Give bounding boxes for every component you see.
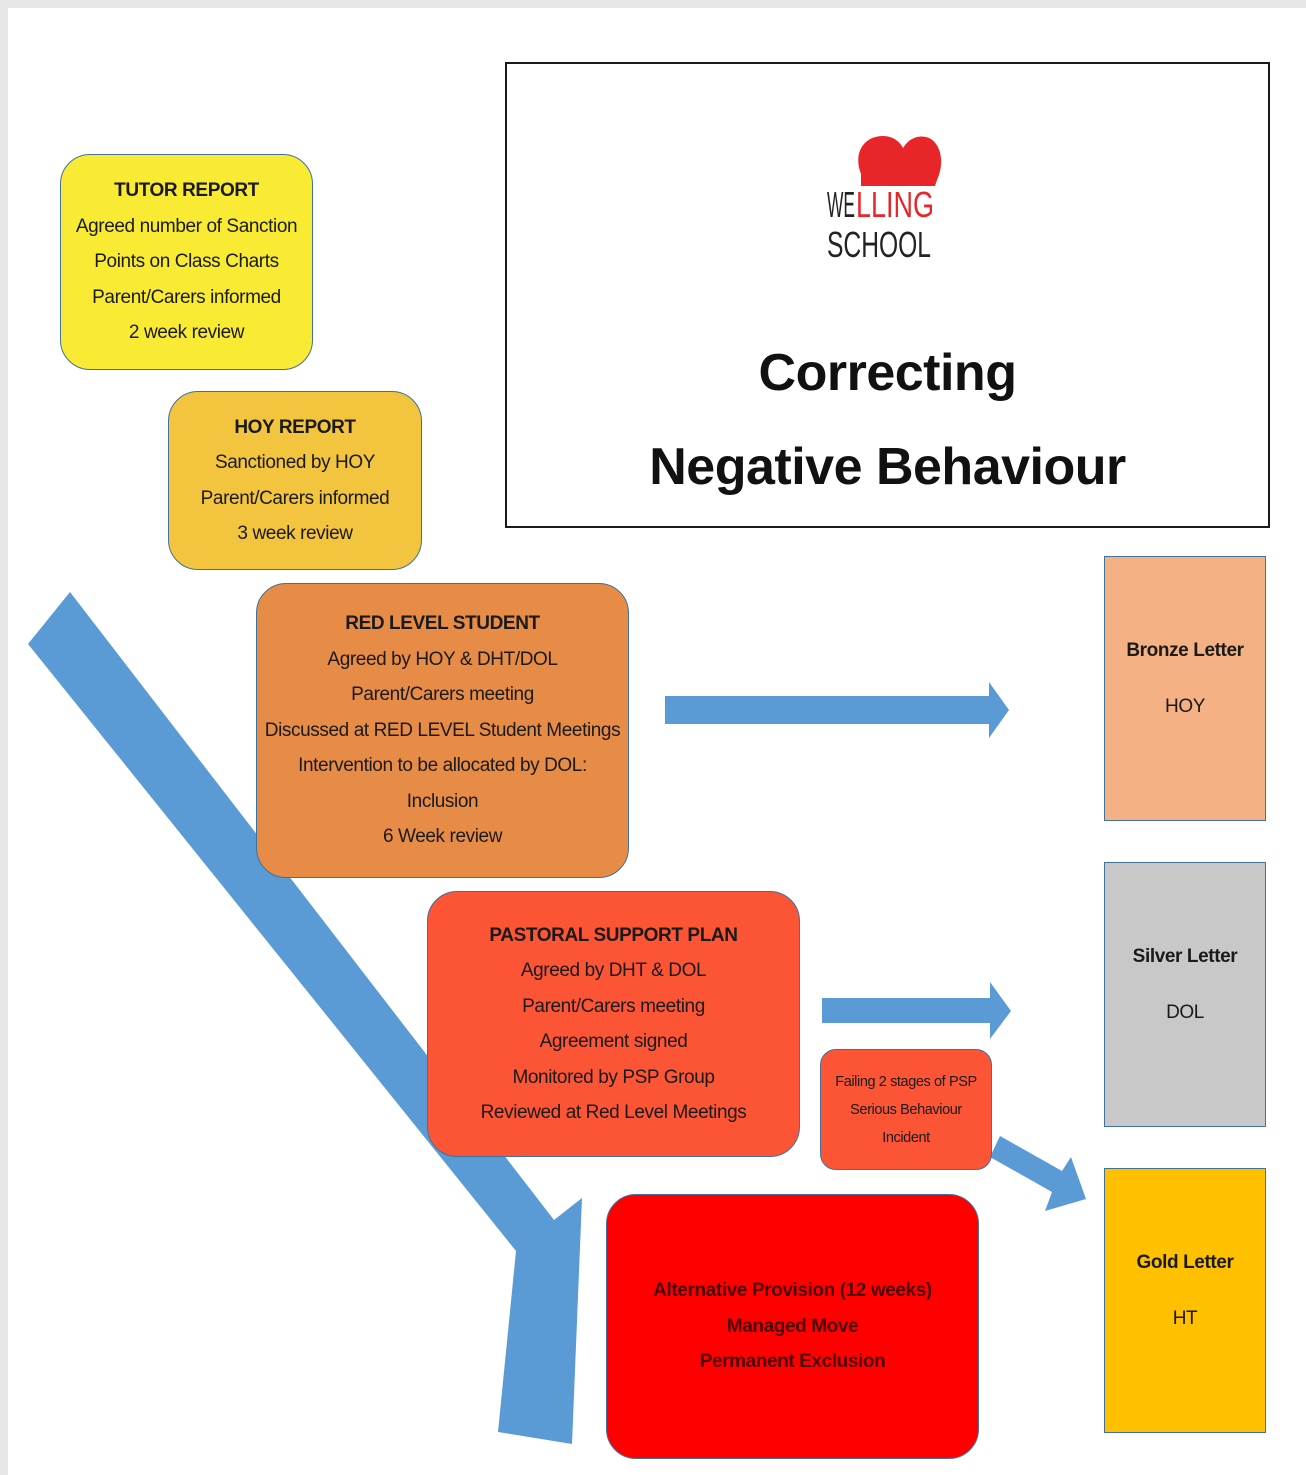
tutor-report-line: Parent/Carers informed	[92, 286, 281, 308]
tutor-report-line: 2 week review	[128, 322, 245, 344]
silver-letter-box: Silver Letter DOL	[1104, 862, 1266, 1127]
tutor-report-box: TUTOR REPORT Agreed number of Sanction P…	[60, 154, 313, 370]
final-stage-line: Managed Move	[726, 1315, 859, 1337]
title-panel: WE LLING SCHOOL Correcting Negative Beha…	[505, 62, 1270, 528]
silver-letter-owner: DOL	[1166, 1001, 1204, 1023]
failing-psp-line: Failing 2 stages of PSP	[835, 1073, 977, 1090]
failing-psp-line: Incident	[882, 1129, 930, 1146]
tutor-report-line: Agreed number of Sanction	[75, 215, 298, 237]
red-level-line: 6 Week review	[382, 826, 503, 848]
psp-heading: PASTORAL SUPPORT PLAN	[489, 924, 738, 946]
logo-text-dark: WE	[827, 184, 855, 225]
logo-text-school: SCHOOL	[827, 224, 931, 264]
tutor-report-heading: TUTOR REPORT	[114, 180, 259, 202]
title-line-2: Negative Behaviour	[649, 438, 1126, 496]
red-level-line: Agreed by HOY & DHT/DOL	[327, 648, 558, 670]
red-level-heading: RED LEVEL STUDENT	[345, 613, 540, 635]
gold-letter-box: Gold Letter HT	[1104, 1168, 1266, 1433]
tutor-report-line: Points on Class Charts	[94, 251, 279, 273]
title-line-1: Correcting	[758, 344, 1017, 402]
failing-psp-box: Failing 2 stages of PSP Serious Behaviou…	[820, 1049, 992, 1170]
hoy-report-box: HOY REPORT Sanctioned by HOY Parent/Care…	[168, 391, 422, 570]
red-level-line: Parent/Carers meeting	[351, 684, 534, 706]
bronze-letter-title: Bronze Letter	[1126, 640, 1244, 661]
hoy-report-line: Sanctioned by HOY	[214, 452, 376, 473]
pastoral-support-plan-box: PASTORAL SUPPORT PLAN Agreed by DHT & DO…	[427, 891, 800, 1157]
final-stage-box: Alternative Provision (12 weeks) Managed…	[606, 1194, 979, 1459]
final-stage-line: Alternative Provision (12 weeks)	[653, 1280, 932, 1302]
psp-line: Agreement signed	[539, 1031, 688, 1052]
hoy-report-line: Parent/Carers informed	[200, 487, 390, 509]
psp-line: Agreed by DHT & DOL	[520, 960, 707, 981]
final-stage-line: Permanent Exclusion	[699, 1351, 886, 1373]
red-level-line: Inclusion	[406, 790, 479, 812]
red-level-student-box: RED LEVEL STUDENT Agreed by HOY & DHT/DO…	[256, 583, 629, 878]
page-title: Correcting Negative Behaviour	[507, 326, 1268, 514]
bronze-letter-owner: HOY	[1165, 695, 1205, 717]
bronze-letter-box: Bronze Letter HOY	[1104, 556, 1266, 821]
gold-letter-owner: HT	[1172, 1307, 1198, 1329]
psp-line: Parent/Carers meeting	[522, 995, 705, 1017]
psp-line: Reviewed at Red Level Meetings	[480, 1102, 747, 1123]
hoy-report-heading: HOY REPORT	[234, 416, 356, 438]
hoy-report-line: 3 week review	[237, 523, 353, 544]
gold-letter-title: Gold Letter	[1136, 1252, 1234, 1273]
red-level-line: Intervention to be allocated by DOL:	[298, 755, 587, 777]
welling-school-logo: WE LLING SCHOOL	[827, 136, 942, 264]
psp-line: Monitored by PSP Group	[512, 1066, 715, 1088]
logo-text-red: LLING	[856, 184, 934, 225]
failing-psp-line: Serious Behaviour	[850, 1101, 962, 1118]
silver-letter-title: Silver Letter	[1132, 946, 1238, 967]
red-level-line: Discussed at RED LEVEL Student Meetings	[264, 719, 621, 741]
